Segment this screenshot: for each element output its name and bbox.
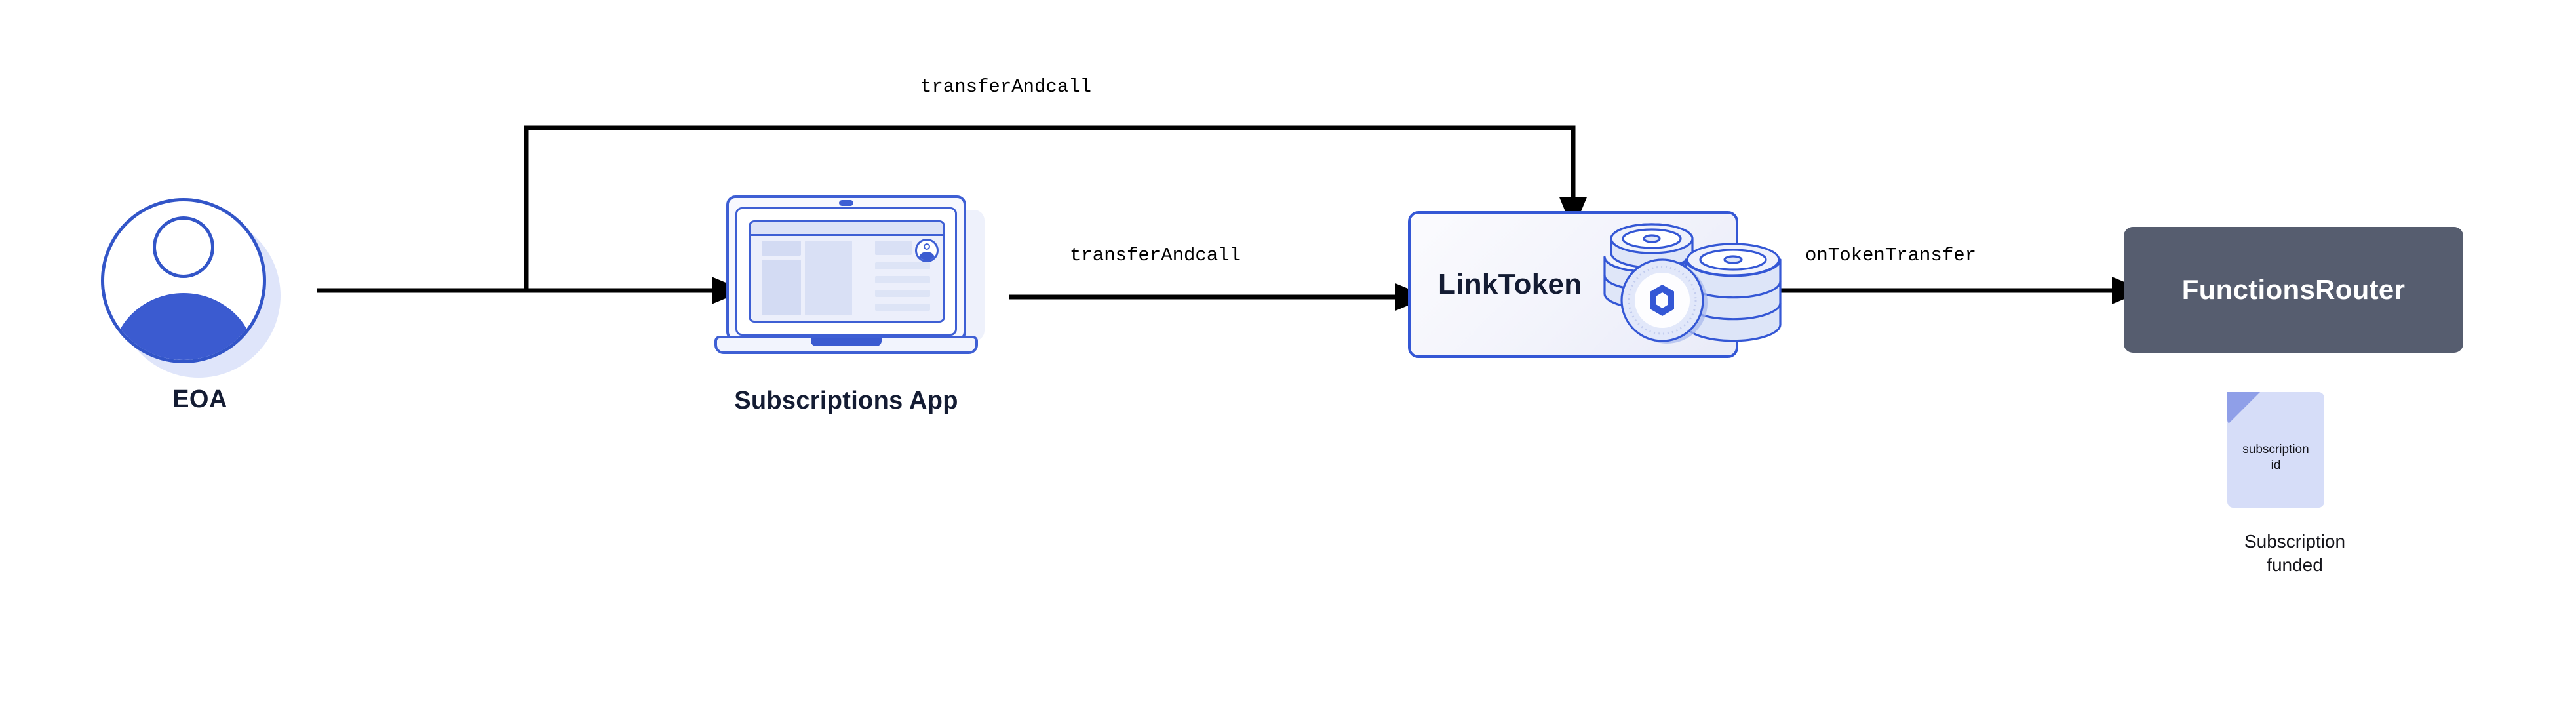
document-fold-corner-icon [2227,392,2260,425]
document-text: subscription id [2227,442,2324,473]
node-subscription-document: subscription id Subscription funded [2200,392,2390,622]
screen-right-block [875,241,912,255]
screen-main-panel [805,241,852,315]
edge-label-transfer-and-call-top: transferAndcall [920,76,1092,98]
node-eoa: EOA [98,197,302,413]
document-caption-line-2: funded [2267,555,2323,576]
link-coin-stack-icon [1599,216,1783,357]
node-subscriptions-app: Subscriptions App [714,190,1003,414]
node-functions-router: FunctionsRouter [2124,227,2463,353]
screen-list-row [875,262,930,269]
screen-list-row [875,304,930,311]
laptop-dashboard-icon [726,195,966,341]
laptop-screen [749,220,945,323]
screen-avatar-icon [915,239,939,262]
screen-titlebar [751,222,943,236]
screen-list-row [875,290,930,297]
screen-sidebar-block-top [762,241,801,256]
document-text-line-1: subscription [2242,443,2309,456]
edge-label-transfer-and-call-middle: transferAndcall [1070,245,1241,266]
edge-label-on-token-transfer: onTokenTransfer [1805,245,1977,266]
node-label-functions-router: FunctionsRouter [2181,274,2406,305]
document-text-line-2: id [2271,458,2281,472]
user-avatar-icon [101,198,266,363]
document-caption: Subscription funded [2187,530,2403,578]
node-label-subscriptions-app: Subscriptions App [734,387,958,414]
node-label-link-token: LinkToken [1438,268,1582,300]
screen-avatar-body [919,252,935,260]
node-label-eoa: EOA [172,386,227,413]
laptop-base [714,336,978,354]
avatar-body-shape [111,293,256,360]
screen-list-row [875,276,930,283]
screen-avatar-head [924,243,930,250]
laptop-trackpad-notch [811,338,882,346]
laptop-camera-icon [839,200,853,206]
screen-sidebar-block-bottom [762,260,801,315]
document-caption-line-1: Subscription [2244,531,2346,551]
avatar-head-shape [153,216,214,278]
link-token-label-wrap: LinkToken [1411,214,1736,355]
